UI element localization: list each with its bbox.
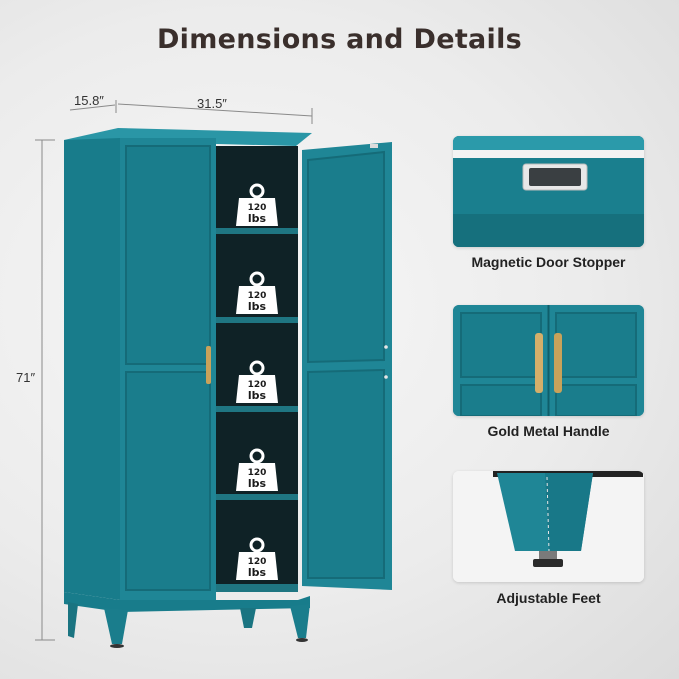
adjustable-feet-photo	[453, 471, 644, 582]
weight-badge: 120 lbs	[236, 271, 278, 314]
badge-unit: lbs	[248, 300, 267, 313]
badge-capacity: 120	[248, 380, 267, 390]
weight-badge: 120 lbs	[236, 183, 278, 226]
badge-unit: lbs	[248, 212, 267, 225]
badge-unit: lbs	[248, 389, 267, 402]
gold-handle-caption: Gold Metal Handle	[487, 423, 610, 439]
weight-badge: 120 lbs	[236, 448, 278, 491]
gold-handle-photo	[453, 305, 644, 416]
magnet-latch-icon	[453, 136, 644, 247]
leveling-foot-icon	[453, 471, 644, 582]
weight-badge: 120 lbs	[236, 537, 278, 580]
depth-label: 15.8″	[74, 93, 104, 108]
badge-capacity: 120	[248, 557, 267, 567]
magnetic-stopper-caption: Magnetic Door Stopper	[471, 254, 626, 270]
magnetic-stopper-photo	[453, 136, 644, 247]
adjustable-feet-caption: Adjustable Feet	[496, 590, 601, 606]
badge-unit: lbs	[248, 566, 267, 579]
badge-unit: lbs	[248, 477, 267, 490]
gold-handle-icon	[453, 305, 644, 416]
height-label: 71″	[16, 370, 36, 385]
badge-capacity: 120	[248, 291, 267, 301]
badge-capacity: 120	[248, 203, 267, 213]
badge-capacity: 120	[248, 468, 267, 478]
weight-badge: 120 lbs	[236, 360, 278, 403]
width-label: 31.5″	[197, 96, 227, 111]
page-title: Dimensions and Details	[156, 24, 523, 55]
